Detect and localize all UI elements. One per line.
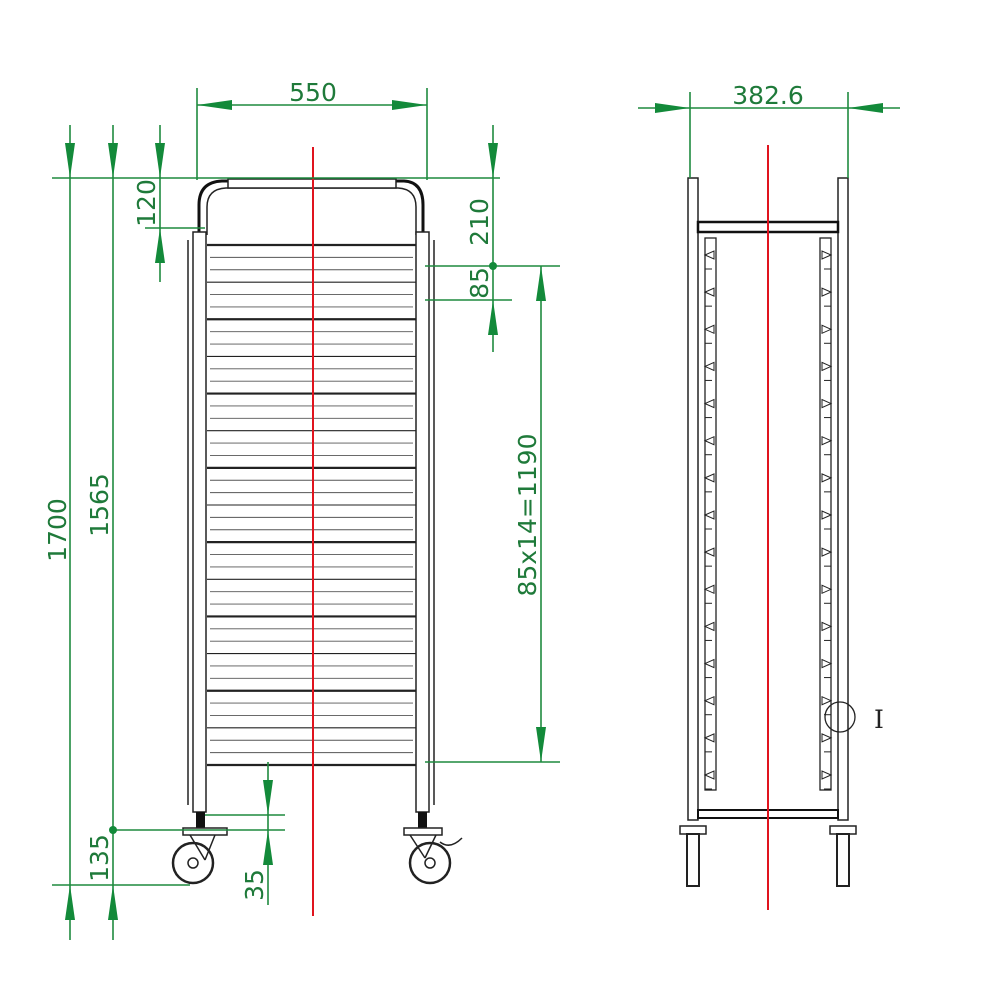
runner-tab bbox=[703, 361, 715, 372]
runner-tab bbox=[703, 473, 715, 483]
side-runners bbox=[703, 250, 833, 790]
runner-tab bbox=[703, 324, 715, 335]
runner-tab bbox=[821, 510, 833, 520]
runner-tab bbox=[703, 733, 715, 743]
runner-tab bbox=[703, 621, 715, 632]
pitch-85-label: 85 bbox=[465, 267, 494, 299]
side-dimensions: 382.6 bbox=[638, 81, 900, 178]
side-casters bbox=[679, 825, 857, 887]
runner-tab bbox=[821, 733, 833, 743]
runner-tab bbox=[821, 658, 833, 669]
runner-tab bbox=[703, 250, 715, 260]
runner-tab bbox=[821, 324, 833, 335]
height-1700-label: 1700 bbox=[43, 498, 72, 562]
runner-tab bbox=[821, 547, 833, 557]
front-view bbox=[171, 147, 463, 916]
runner-tab bbox=[703, 584, 715, 595]
base-135-label: 135 bbox=[85, 834, 114, 882]
top-210-label: 210 bbox=[465, 198, 494, 246]
runner-tab bbox=[703, 695, 715, 706]
runner-tab bbox=[703, 398, 715, 409]
top-120-label: 120 bbox=[132, 179, 161, 227]
front-dimensions: 550 1700 1565 135 120 210 85 85x14=1190 … bbox=[43, 78, 560, 940]
depth-382-label: 382.6 bbox=[732, 81, 804, 110]
runner-tab bbox=[821, 250, 833, 260]
runner-tab bbox=[821, 770, 833, 780]
runner-tab bbox=[821, 695, 833, 706]
detail-circle bbox=[824, 701, 856, 733]
runner-tab bbox=[703, 770, 715, 780]
runner-tab bbox=[821, 361, 833, 372]
width-550-label: 550 bbox=[289, 78, 337, 107]
caster-left bbox=[171, 827, 228, 885]
caster-right-brake bbox=[403, 827, 463, 885]
runner-tab bbox=[821, 584, 833, 595]
runner-tab bbox=[703, 287, 715, 297]
caster-35-label: 35 bbox=[240, 869, 269, 901]
side-view: I bbox=[679, 145, 884, 910]
runner-tab bbox=[821, 621, 833, 632]
runner-tab bbox=[821, 435, 833, 446]
front-shelves bbox=[207, 243, 416, 767]
runner-tab bbox=[703, 435, 715, 446]
height-1565-label: 1565 bbox=[85, 473, 114, 537]
runner-tab bbox=[821, 287, 833, 297]
runner-tab bbox=[703, 510, 715, 520]
span-1190-label: 85x14=1190 bbox=[513, 434, 542, 597]
runner-tab bbox=[821, 473, 833, 483]
runner-tab bbox=[821, 398, 833, 409]
runner-tab bbox=[703, 547, 715, 557]
detail-i-label: I bbox=[874, 705, 884, 734]
runner-tab bbox=[703, 658, 715, 669]
